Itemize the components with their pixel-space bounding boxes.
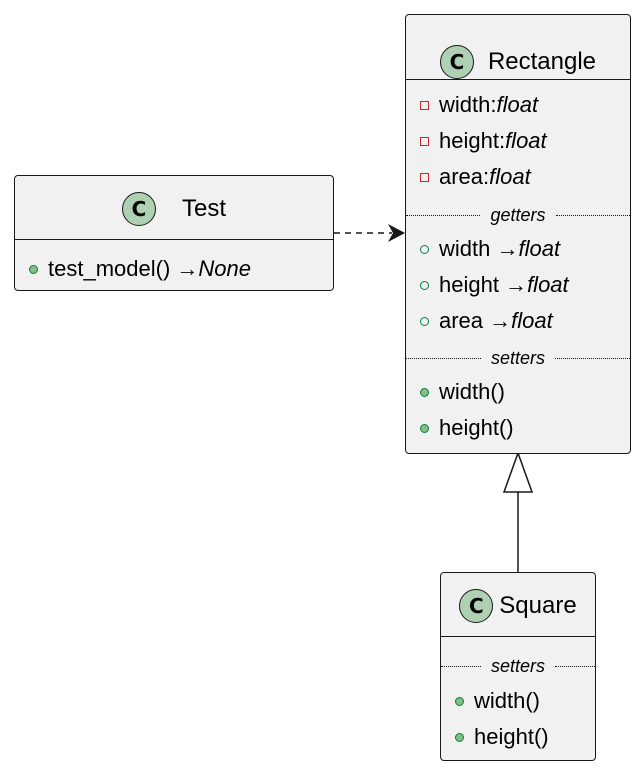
class-square-name: Square (499, 592, 577, 619)
getter-height: height → float (420, 274, 569, 296)
setters-label: setters (490, 656, 546, 676)
setter-height-name: height() (474, 724, 549, 749)
class-square[interactable]: C Square setters width() height() (440, 572, 596, 761)
class-rectangle-divider (406, 79, 630, 80)
field-area: area: float (420, 166, 531, 188)
getters-separator: getters (406, 206, 630, 224)
public-method-icon (420, 423, 429, 433)
field-width: width: float (420, 94, 538, 116)
field-height: height: float (420, 130, 547, 152)
setter-height: height() (455, 726, 549, 748)
getter-area-type: float (511, 308, 553, 333)
field-height-name: height: (439, 128, 506, 153)
getter-area: area → float (420, 310, 553, 332)
class-square-divider (441, 636, 595, 637)
setter-height: height() (420, 417, 514, 439)
setter-width: width() (455, 690, 540, 712)
method-test-model-name: test_model() → (48, 256, 199, 281)
getters-label: getters (490, 205, 546, 225)
field-height-type: float (505, 128, 547, 153)
getter-width: width → float (420, 238, 560, 260)
setter-width: width() (420, 381, 505, 403)
dependency-arrowhead (388, 224, 405, 242)
setters-separator: setters (406, 349, 630, 367)
class-stereotype-icon: C (459, 589, 494, 623)
field-width-name: width: (439, 92, 497, 117)
public-method-icon (420, 387, 429, 397)
private-visibility-icon (420, 136, 429, 146)
class-square-header: C Square (441, 589, 595, 623)
class-test-header: C Test (15, 192, 333, 226)
method-test-model-type: None (198, 256, 251, 281)
class-rectangle-name: Rectangle (487, 48, 597, 75)
public-method-icon (455, 732, 464, 742)
getter-height-type: float (527, 272, 569, 297)
inheritance-arrowhead (502, 450, 534, 493)
class-stereotype-icon: C (439, 45, 474, 79)
class-stereotype-icon: C (121, 192, 156, 226)
field-area-name: area: (439, 164, 490, 189)
class-test-name: Test (181, 195, 226, 222)
method-test-model: test_model() → None (29, 258, 251, 280)
public-method-icon (29, 264, 38, 274)
setters-label: setters (490, 348, 546, 368)
public-property-icon (420, 244, 429, 254)
setters-separator: setters (441, 657, 595, 675)
class-rectangle[interactable]: C Rectangle width: float height: float a… (405, 14, 631, 454)
setter-width-name: width() (439, 379, 506, 404)
class-rectangle-header: C Rectangle (406, 45, 630, 79)
getter-width-name: width → (439, 236, 519, 261)
field-area-type: float (489, 164, 531, 189)
public-property-icon (420, 316, 429, 326)
class-test[interactable]: C Test test_model() → None (14, 175, 334, 291)
private-visibility-icon (420, 172, 429, 182)
setter-height-name: height() (439, 415, 514, 440)
public-method-icon (455, 696, 464, 706)
setter-width-name: width() (474, 688, 541, 713)
getter-area-name: area → (439, 308, 512, 333)
private-visibility-icon (420, 100, 429, 110)
getter-height-name: height → (439, 272, 528, 297)
class-test-divider (15, 239, 333, 240)
public-property-icon (420, 280, 429, 290)
getter-width-type: float (518, 236, 561, 261)
field-width-type: float (496, 92, 539, 117)
